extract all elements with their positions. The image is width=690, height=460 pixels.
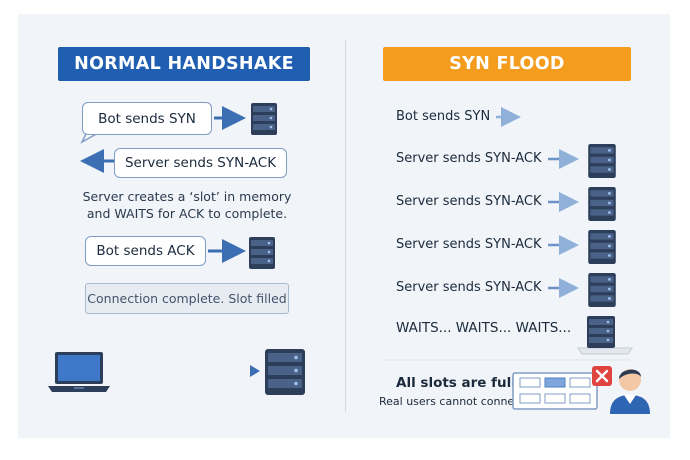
slot-note-line2: and WAITS for ACK to complete. — [86, 206, 288, 221]
bot-sends-syn-bubble: Bot sends SYN — [82, 102, 212, 135]
connection-complete-label: Connection complete. Slot filled — [87, 291, 287, 306]
server-icon — [588, 273, 616, 307]
center-divider — [345, 40, 346, 412]
flood-synack-row: Server sends SYN-ACK — [396, 151, 542, 166]
slot-note: Server creates a ‘slot’ in memory and WA… — [62, 188, 312, 222]
slots-grid-window — [512, 372, 598, 410]
server-icon — [588, 230, 616, 264]
diagram-panel — [18, 14, 670, 438]
user-avatar-icon — [610, 369, 650, 414]
server-icon — [249, 237, 275, 269]
bot-sends-ack-label: Bot sends ACK — [96, 243, 195, 259]
flood-waits-label: WAITS... WAITS... WAITS... — [396, 320, 572, 336]
flood-synack-row: Server sends SYN-ACK — [396, 237, 542, 252]
server-icon — [265, 349, 305, 395]
server-icon — [588, 187, 616, 221]
bot-sends-syn-label: Bot sends SYN — [98, 110, 196, 127]
syn-flood-header: SYN FLOOD — [383, 47, 631, 81]
all-slots-full-label: All slots are full. — [396, 375, 522, 391]
laptop-icon — [48, 352, 110, 392]
flood-bot-sends-syn: Bot sends SYN — [396, 109, 491, 124]
server-icon — [251, 103, 277, 135]
connection-complete-box: Connection complete. Slot filled — [85, 283, 289, 314]
server-icon — [577, 316, 633, 355]
real-users-cannot-connect-label: Real users cannot connect. — [379, 395, 529, 408]
server-icon — [588, 144, 616, 178]
server-sends-synack-box: Server sends SYN-ACK — [114, 148, 287, 178]
close-icon — [592, 366, 612, 386]
flood-synack-row: Server sends SYN-ACK — [396, 194, 542, 209]
normal-handshake-header: NORMAL HANDSHAKE — [58, 47, 310, 81]
server-sends-synack-label: Server sends SYN-ACK — [124, 155, 277, 171]
slot-note-line1: Server creates a ‘slot’ in memory — [82, 189, 292, 204]
flood-synack-row: Server sends SYN-ACK — [396, 280, 542, 295]
bot-sends-ack-box: Bot sends ACK — [85, 236, 206, 266]
